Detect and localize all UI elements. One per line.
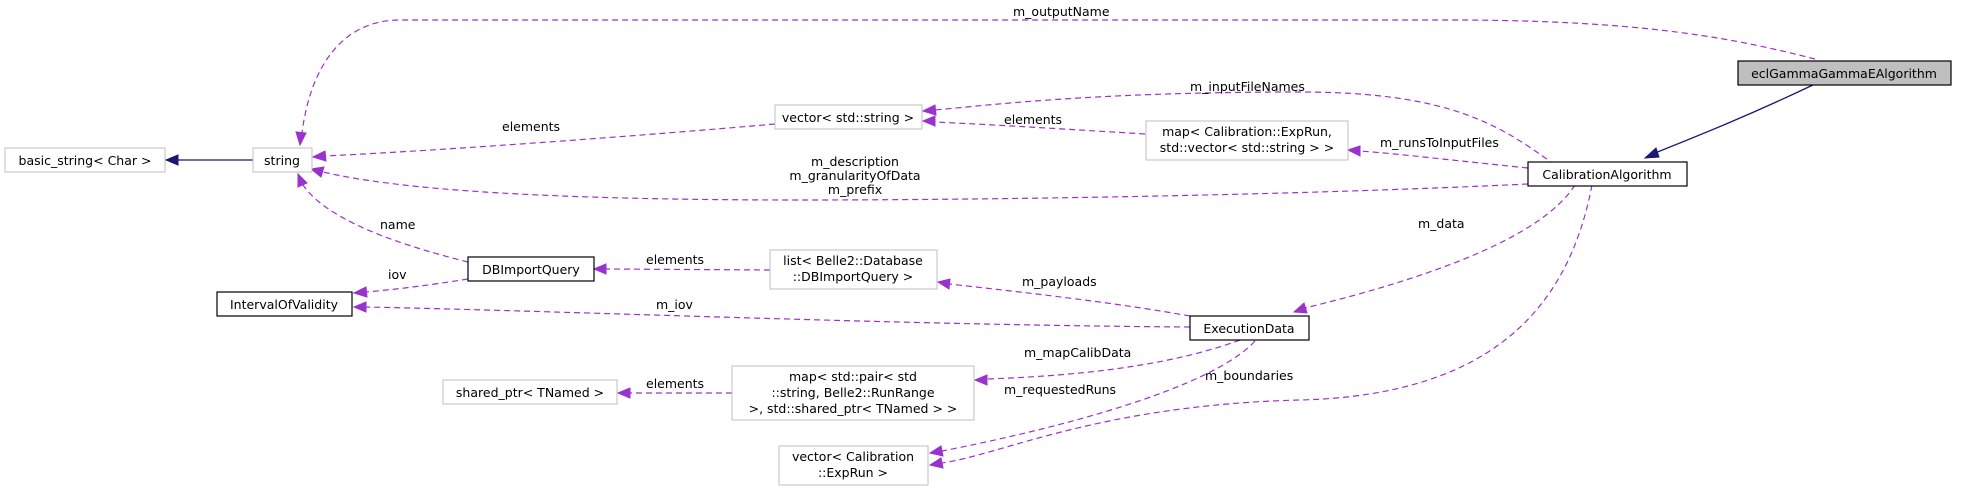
node-eclgammagammaealgorithm[interactable]: eclGammaGammaEAlgorithm (1737, 60, 1952, 86)
node-shared-ptr-tnamed[interactable]: shared_ptr< TNamed > (442, 379, 618, 405)
svg-text:IntervalOfValidity: IntervalOfValidity (230, 297, 339, 312)
edge-m-payloads (936, 278, 1191, 317)
edge-m-iov (352, 301, 1191, 328)
svg-text:map< Calibration::ExpRun,: map< Calibration::ExpRun, (1162, 124, 1332, 139)
node-vector-string[interactable]: vector< std::string > (774, 104, 923, 130)
label-elements-vector: elements (502, 119, 560, 134)
svg-text:basic_string< Char >: basic_string< Char > (19, 153, 152, 168)
svg-text:std::vector< std::string > >: std::vector< std::string > > (1160, 140, 1334, 155)
edge-inheritance-ecl-to-calibration (1643, 83, 1816, 159)
label-m-outputname: m_outputName (1013, 4, 1110, 19)
node-executiondata[interactable]: ExecutionData (1189, 315, 1310, 341)
label-name: name (380, 217, 416, 232)
node-string[interactable]: string (252, 147, 313, 173)
label-iov: iov (388, 267, 407, 282)
svg-text:ExecutionData: ExecutionData (1203, 321, 1294, 336)
edge-elements-map-to-vector (921, 115, 1146, 135)
edge-m-requestedruns (928, 340, 1256, 457)
node-map-exprun-vector[interactable]: map< Calibration::ExpRun, std::vector< s… (1145, 120, 1349, 161)
label-elements-list: elements (646, 252, 704, 267)
edge-iov (352, 278, 469, 298)
edge-m-description (309, 166, 1529, 201)
node-list-dbimportquery[interactable]: list< Belle2::Database ::DBImportQuery > (769, 249, 938, 290)
edge-elements-vector-to-string (311, 123, 776, 162)
svg-text:list< Belle2::Database: list< Belle2::Database (783, 253, 923, 268)
label-elements-shared: elements (646, 376, 704, 391)
node-map-pair-runrange[interactable]: map< std::pair< std ::string, Belle2::Ru… (731, 365, 975, 421)
label-m-boundaries: m_boundaries (1205, 368, 1293, 383)
svg-text:::string, Belle2::RunRange: ::string, Belle2::RunRange (771, 385, 934, 400)
svg-text:CalibrationAlgorithm: CalibrationAlgorithm (1542, 167, 1671, 182)
edge-elements-map-to-sharedptr (616, 387, 732, 399)
svg-text:string: string (264, 153, 300, 168)
label-m-payloads: m_payloads (1022, 274, 1097, 289)
edge-inheritance-string-to-basic-string (164, 154, 253, 166)
node-basic-string[interactable]: basic_string< Char > (4, 147, 166, 173)
edge-m-mapcalibdata (973, 339, 1241, 386)
edge-labels: m_outputName m_inputFileNames elements e… (380, 4, 1499, 397)
svg-text:vector< std::string >: vector< std::string > (782, 110, 914, 125)
edge-name (297, 172, 469, 263)
svg-text:::ExpRun >: ::ExpRun > (818, 465, 888, 480)
label-m-runstoinputfiles: m_runsToInputFiles (1380, 135, 1499, 150)
label-m-description: m_description (811, 154, 899, 169)
svg-text:>, std::shared_ptr< TNamed > >: >, std::shared_ptr< TNamed > > (749, 401, 958, 416)
svg-text:vector< Calibration: vector< Calibration (792, 449, 914, 464)
label-m-granularityofdata: m_granularityOfData (789, 168, 920, 183)
edge-m-inputfilenames (921, 91, 1556, 166)
edge-elements-list-to-dbimportquery (592, 263, 771, 275)
label-m-data: m_data (1418, 216, 1465, 231)
edge-m-boundaries (928, 184, 1593, 469)
edge-m-data (1292, 184, 1576, 314)
edge-m-outputname (295, 19, 1816, 147)
svg-text:eclGammaGammaEAlgorithm: eclGammaGammaEAlgorithm (1751, 66, 1937, 81)
node-intervalofvalidity[interactable]: IntervalOfValidity (216, 291, 353, 317)
node-dbimportquery[interactable]: DBImportQuery (467, 256, 595, 282)
label-m-iov: m_iov (656, 297, 694, 312)
label-m-mapcalibdata: m_mapCalibData (1024, 345, 1131, 360)
label-m-prefix: m_prefix (828, 182, 882, 197)
svg-text:map< std::pair< std: map< std::pair< std (789, 369, 917, 384)
label-m-inputfilenames: m_inputFileNames (1190, 79, 1305, 94)
node-vector-exprun[interactable]: vector< Calibration ::ExpRun > (778, 445, 929, 486)
node-calibrationalgorithm[interactable]: CalibrationAlgorithm (1527, 161, 1688, 187)
svg-text:::DBImportQuery >: ::DBImportQuery > (793, 269, 914, 284)
svg-text:DBImportQuery: DBImportQuery (482, 262, 580, 277)
edge-m-runstoinputfiles (1346, 145, 1529, 169)
svg-text:shared_ptr< TNamed >: shared_ptr< TNamed > (456, 385, 604, 400)
label-elements-map: elements (1004, 112, 1062, 127)
label-m-requestedruns: m_requestedRuns (1004, 382, 1116, 397)
